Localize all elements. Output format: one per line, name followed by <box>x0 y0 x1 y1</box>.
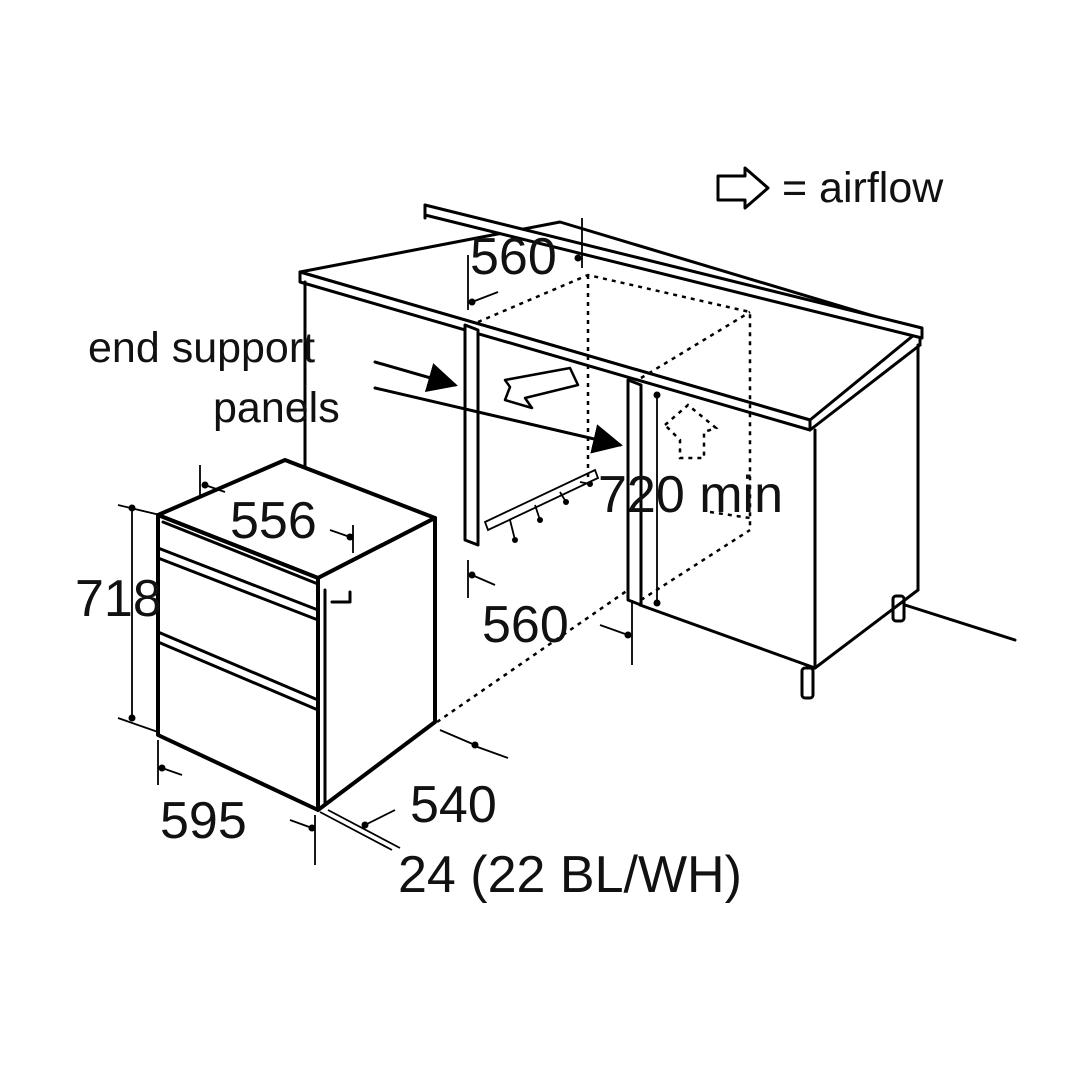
dim-opening-height: 720 min <box>598 466 783 524</box>
dim-appliance-depth: 540 <box>410 776 497 834</box>
callout-line2: panels <box>213 384 340 432</box>
dim-appliance-height: 718 <box>75 570 162 628</box>
mounting-rail <box>483 468 600 543</box>
hollow-arrow-icon <box>716 166 770 210</box>
worktop <box>298 203 924 432</box>
airflow-arrow-up-icon <box>663 403 719 460</box>
airflow-arrow-out-icon <box>503 366 580 410</box>
airflow-legend-text: = airflow <box>782 164 944 212</box>
appliance <box>156 458 437 812</box>
cavity-outline <box>436 273 752 724</box>
end-support-panel-left <box>463 323 480 547</box>
dim-appliance-width: 595 <box>160 792 247 850</box>
callout-line1: end support <box>88 324 315 372</box>
end-support-panel-right <box>626 378 643 607</box>
floor-line <box>903 603 1017 642</box>
dimension-lines <box>117 218 661 865</box>
dim-counter-depth: 560 <box>470 228 557 286</box>
cabinet-body <box>303 280 920 700</box>
dim-opening-width: 560 <box>482 596 569 654</box>
dim-appliance-top-width: 556 <box>230 492 317 550</box>
callout-arrows <box>373 360 623 454</box>
dim-front-offset: 24 (22 BL/WH) <box>398 846 742 904</box>
airflow-legend: = airflow <box>716 164 944 212</box>
